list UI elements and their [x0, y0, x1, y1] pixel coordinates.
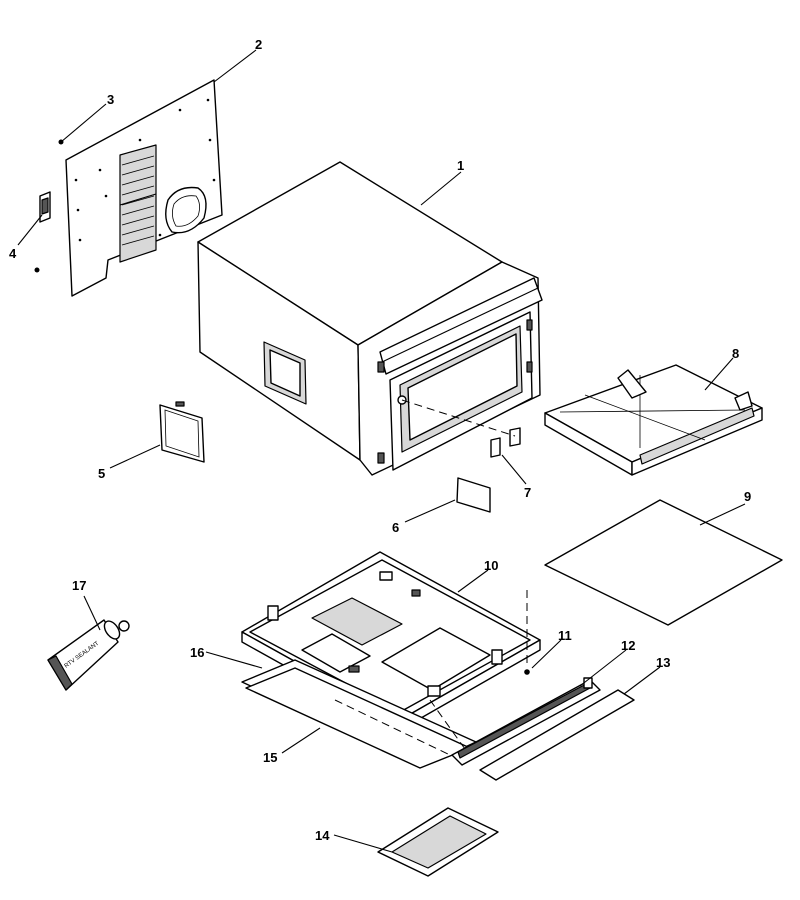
- leader-dash-15: [334, 699, 451, 756]
- callout-10: 10: [484, 558, 498, 573]
- callout-leaders: [17, 49, 746, 853]
- part-9-sheet: [544, 499, 783, 626]
- callout-13: 13: [656, 655, 670, 670]
- callout-7: 7: [524, 485, 531, 500]
- callout-17: 17: [72, 578, 86, 593]
- part-11-screw: [524, 669, 530, 675]
- callout-14: 14: [315, 828, 330, 843]
- callout-labels: 1 2 3 4 5 6 7 8 9 10 11 12 13 14 15 16 1…: [9, 37, 751, 843]
- callout-11: 11: [558, 628, 572, 643]
- callout-9: 9: [744, 489, 751, 504]
- leader-dash-7: [401, 399, 516, 437]
- part-12-rail: [451, 677, 601, 766]
- callout-5: 5: [98, 466, 105, 481]
- part-5-access-cover: [159, 401, 205, 463]
- part-8-tray: [544, 364, 763, 476]
- part-3-screw-lower: [34, 267, 40, 273]
- part-14-filter: [377, 807, 499, 877]
- callout-3: 3: [107, 92, 114, 107]
- callout-12: 12: [621, 638, 635, 653]
- part-2-rear-panel: [65, 79, 223, 297]
- callout-4: 4: [9, 246, 17, 261]
- callout-6: 6: [392, 520, 399, 535]
- callout-1: 1: [457, 158, 464, 173]
- part-13-strip: [479, 689, 635, 781]
- callout-16: 16: [190, 645, 204, 660]
- callout-2: 2: [255, 37, 262, 52]
- part-7-spacers: [490, 427, 521, 458]
- part-4-latch: [39, 191, 51, 223]
- part-6-pad: [456, 477, 491, 513]
- part-17-sealant-tube: [47, 619, 130, 691]
- part-1-cabinet: [197, 161, 543, 476]
- callout-15: 15: [263, 750, 277, 765]
- callout-8: 8: [732, 346, 739, 361]
- leader-dash-12: [429, 699, 471, 757]
